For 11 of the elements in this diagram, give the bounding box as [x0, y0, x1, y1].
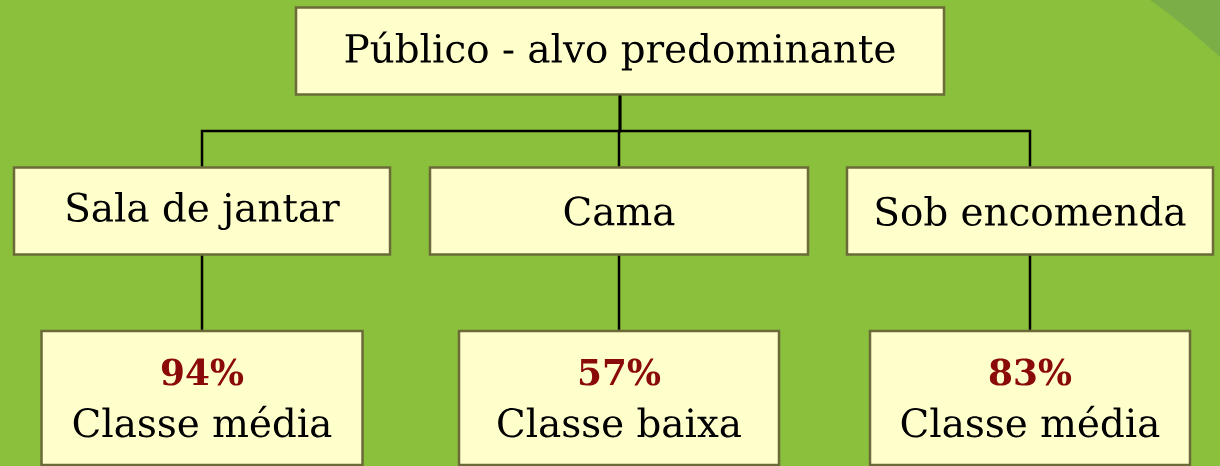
category-box: Sala de jantar	[12, 166, 392, 256]
connector-line	[617, 255, 621, 330]
stat-box: 57% Classe baixa	[457, 329, 781, 466]
stat-box: 83% Classe média	[868, 329, 1192, 466]
connector-line	[618, 95, 1032, 167]
connector-line	[1028, 255, 1032, 330]
connector-line	[200, 255, 204, 330]
stat-box: 94% Classe média	[40, 329, 364, 466]
category-box: Sob encomenda	[845, 166, 1215, 256]
category-box: Cama	[428, 166, 810, 256]
category-box: Público - alvo predominante	[294, 6, 946, 96]
